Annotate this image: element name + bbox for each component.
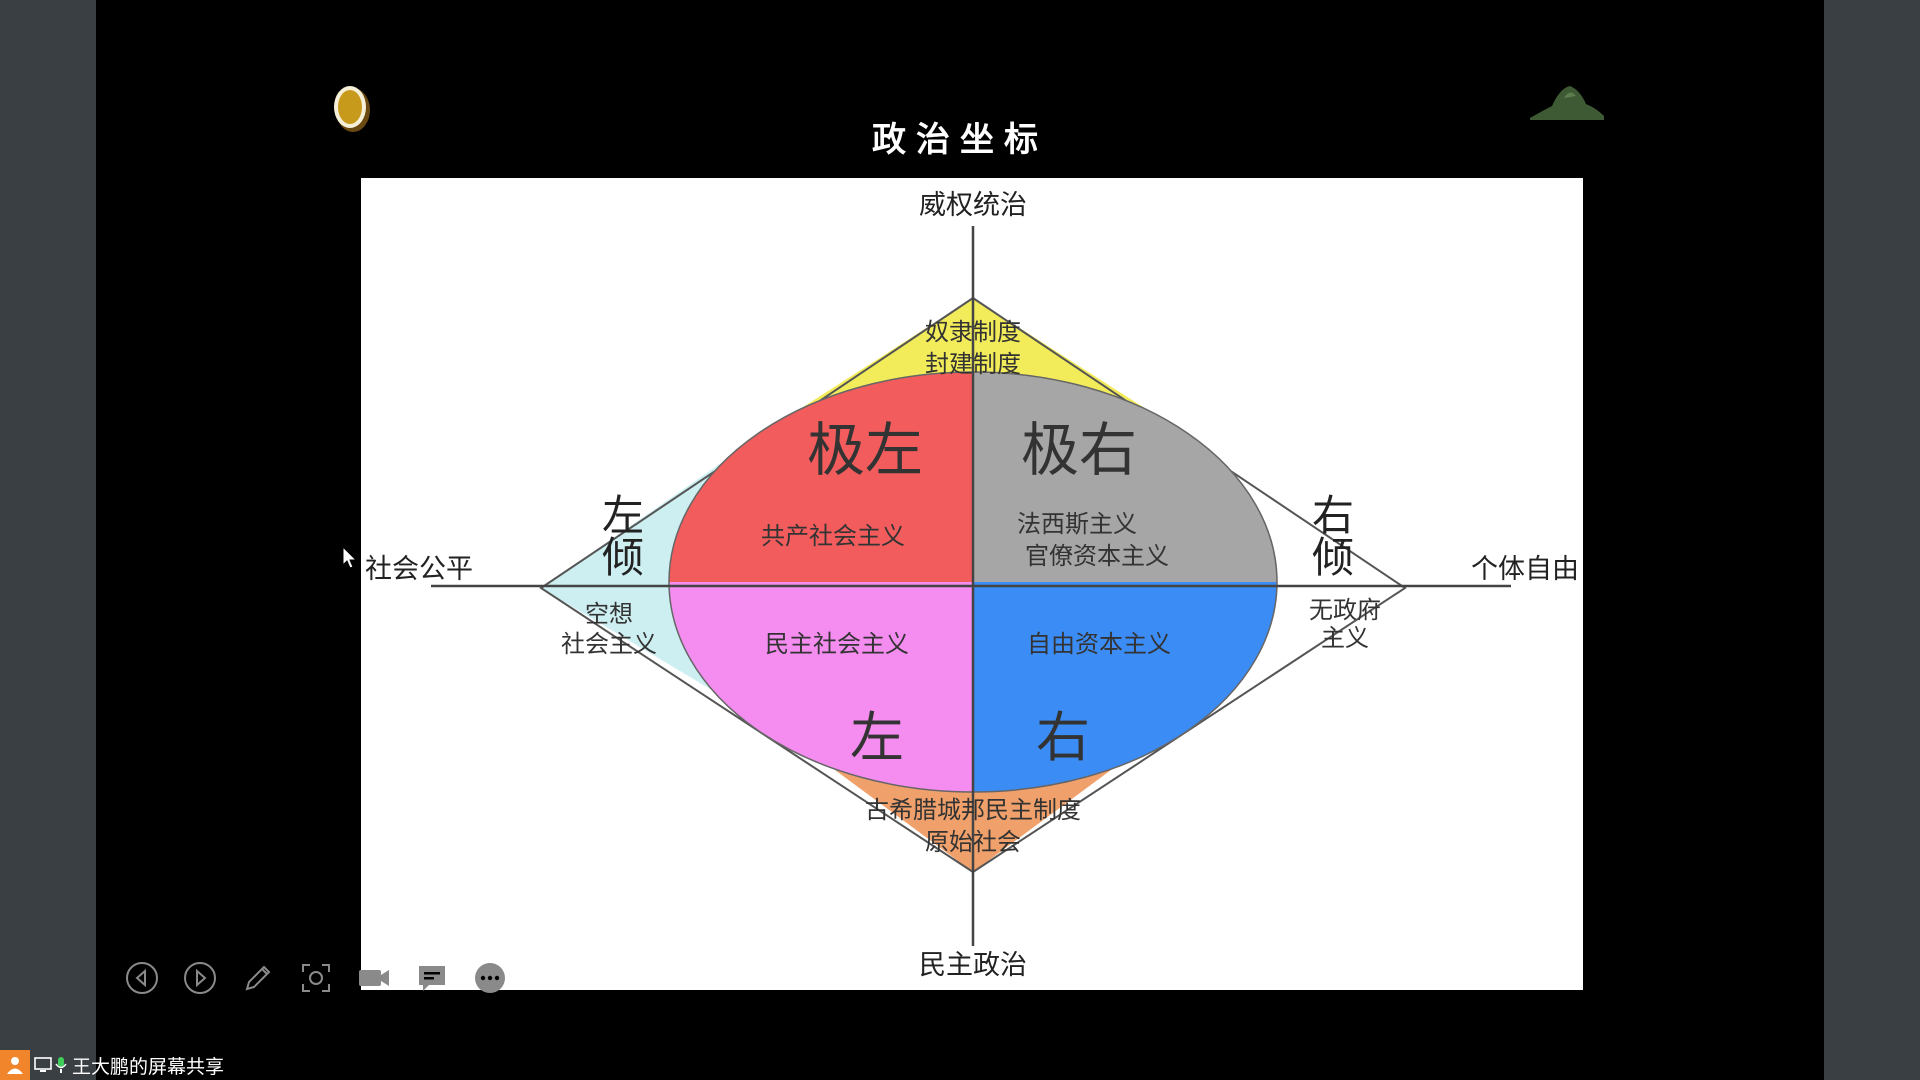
quadrant-bottom-left-text: 民主社会主义 — [765, 630, 909, 658]
quadrant-bottom-right — [973, 582, 1277, 792]
screen-share-label: 王大鹏的屏幕共享 — [72, 1055, 225, 1078]
bottom-region-line-2: 原始社会 — [925, 828, 1021, 856]
next-slide-button[interactable] — [182, 960, 218, 996]
screen-share-bar: 王大鹏的屏幕共享 — [0, 1050, 224, 1080]
mouse-cursor-icon — [342, 546, 358, 569]
bottom-region-line-1: 古希腊城邦民主制度 — [865, 796, 1081, 824]
right-outer-line-1: 无政府 — [1309, 596, 1381, 624]
mountain-decoration-icon — [1530, 86, 1604, 120]
quadrant-bottom-left — [669, 582, 973, 792]
quadrant-top-right-text-1: 法西斯主义 — [1017, 510, 1137, 538]
quadrant-bottom-left-title: 左 — [850, 706, 904, 769]
left-outer-line-2: 社会主义 — [561, 630, 657, 658]
slide-title: 政治坐标 — [872, 120, 1048, 160]
right-outer-line-2: 主义 — [1321, 624, 1369, 652]
more-dots-icon — [475, 963, 505, 993]
pen-tool-button[interactable] — [240, 960, 276, 996]
top-region-line-1: 奴隶制度 — [925, 318, 1021, 346]
quadrant-top-right-title: 极右 — [1021, 416, 1137, 484]
more-options-button[interactable] — [472, 960, 508, 996]
user-icon — [7, 1057, 23, 1074]
previous-slide-button[interactable] — [124, 960, 160, 996]
quadrant-top-left-title: 极左 — [807, 416, 923, 484]
coin-decoration-icon — [334, 86, 370, 132]
arrow-left-circle-icon — [126, 962, 158, 994]
axis-bottom-label: 民主政治 — [919, 950, 1027, 981]
arrow-right-circle-icon — [184, 962, 216, 994]
participant-badge[interactable] — [0, 1050, 30, 1080]
quadrant-bottom-right-text: 自由资本主义 — [1027, 630, 1171, 658]
left-lean-char-2: 倾 — [602, 533, 644, 582]
top-region-line-2: 封建制度 — [925, 350, 1021, 378]
video-button[interactable] — [356, 960, 392, 996]
pen-icon — [245, 965, 271, 991]
right-lean-char-2: 倾 — [1312, 533, 1354, 582]
axis-top-label: 威权统治 — [919, 190, 1027, 221]
presentation-toolbar — [124, 958, 508, 998]
axis-left-label: 社会公平 — [365, 554, 473, 585]
diagram-svg: 威权统治 民主政治 社会公平 个体自由 奴隶制度 封建制度 古希腊城邦民主制度 … — [365, 190, 1579, 981]
screenshot-icon — [302, 964, 330, 992]
quadrant-top-right-text-2: 官僚资本主义 — [1025, 542, 1169, 570]
left-lean-char-1: 左 — [602, 491, 644, 540]
share-status-icons — [34, 1056, 68, 1074]
quadrant-top-left-text: 共产社会主义 — [761, 522, 905, 550]
comment-button[interactable] — [414, 960, 450, 996]
comment-icon — [419, 966, 445, 991]
political-compass-diagram: 威权统治 民主政治 社会公平 个体自由 奴隶制度 封建制度 古希腊城邦民主制度 … — [361, 178, 1583, 990]
screenshot-button[interactable] — [298, 960, 334, 996]
microphone-icon — [55, 1057, 67, 1073]
right-lean-char-1: 右 — [1312, 491, 1354, 540]
left-outer-line-1: 空想 — [585, 600, 633, 628]
screen-share-icon — [34, 1057, 52, 1072]
video-camera-icon — [359, 970, 389, 986]
quadrant-bottom-right-title: 右 — [1036, 706, 1090, 769]
axis-right-label: 个体自由 — [1471, 554, 1579, 585]
